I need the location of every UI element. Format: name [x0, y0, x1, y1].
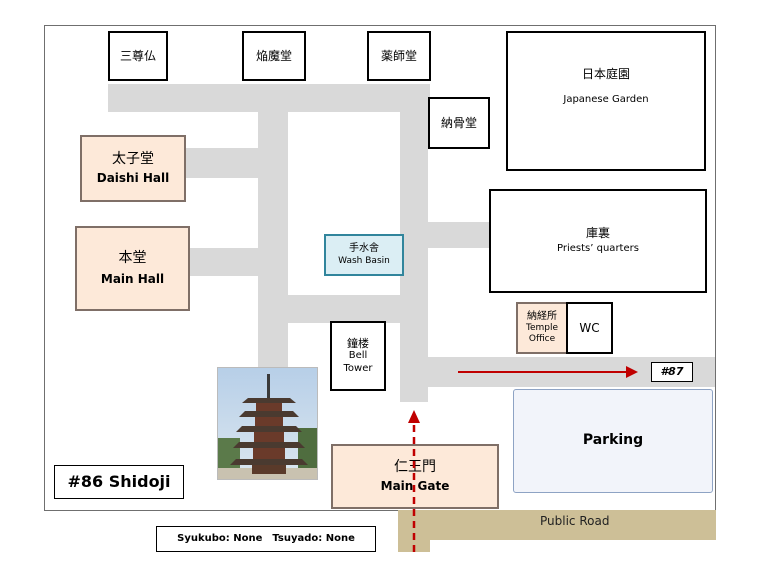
- daishi-hall: 太子堂 Daishi Hall: [80, 135, 186, 202]
- public-road: [398, 510, 716, 540]
- wc-label: WC: [579, 320, 600, 335]
- path-top: [108, 84, 430, 112]
- parking-label: Parking: [582, 432, 644, 449]
- path-middle-horizontal: [258, 295, 428, 323]
- office-en1-label: Temple: [525, 323, 559, 333]
- main-hall: 本堂 Main Hall: [75, 226, 190, 311]
- kuri-en-label: Priests’ quarters: [557, 243, 639, 255]
- garden-en-label: Japanese Garden: [563, 94, 649, 105]
- main-hall-jp-label: 本堂: [118, 250, 147, 267]
- nokotsudo-label: 納骨堂: [440, 115, 477, 130]
- bell-en2-label: Tower: [343, 362, 373, 374]
- daishi-en-label: Daishi Hall: [96, 171, 170, 186]
- pagoda-photo: [217, 367, 318, 480]
- nokotsudo: 納骨堂: [428, 97, 490, 149]
- priests-quarters: 庫裏 Priests’ quarters: [489, 189, 707, 293]
- bell-tower: 鐘楼 Bell Tower: [330, 321, 386, 391]
- parking: Parking: [513, 389, 713, 493]
- temple-title: #86 Shidoji: [67, 472, 171, 491]
- enmado: 焔魔堂: [242, 31, 306, 81]
- path-main-hall: [190, 248, 260, 276]
- sanzonbutsu: 三尊仏: [108, 31, 168, 81]
- office-jp-label: 納経所: [527, 310, 557, 322]
- public-road-label: Public Road: [540, 514, 610, 528]
- bell-en1-label: Bell: [348, 350, 368, 362]
- sanzonbutsu-label: 三尊仏: [119, 48, 156, 63]
- kuri-jp-label: 庫裏: [585, 226, 610, 241]
- yakushido: 薬師堂: [367, 31, 431, 81]
- path-left-vertical: [258, 112, 288, 367]
- japanese-garden: 日本庭園 Japanese Garden: [506, 31, 706, 171]
- temple-title-box: #86 Shidoji: [54, 465, 184, 499]
- lodging-info: Syukubo: None Tsuyado: None: [156, 526, 376, 552]
- wash-en-label: Wash Basin: [338, 255, 390, 266]
- tsuyado-info: Tsuyado: None: [272, 532, 355, 544]
- enmado-label: 焔魔堂: [255, 48, 292, 63]
- daishi-jp-label: 太子堂: [112, 150, 154, 167]
- path-center-vertical: [400, 112, 428, 402]
- next-temple-label: #87: [660, 365, 684, 379]
- office-en2-label: Office: [528, 334, 556, 345]
- yakushido-label: 薬師堂: [380, 48, 417, 63]
- wash-jp-label: 手水舎: [349, 243, 379, 255]
- bell-jp-label: 鐘楼: [347, 336, 369, 350]
- wc: WC: [566, 302, 613, 354]
- wash-basin: 手水舎 Wash Basin: [324, 234, 404, 276]
- arrow-to-next-temple-head: [626, 366, 638, 378]
- path-kuri: [428, 222, 490, 248]
- path-daishi: [186, 148, 260, 178]
- arrow-entrance-head: [408, 410, 420, 423]
- temple-office: 納経所 Temple Office: [516, 302, 568, 354]
- next-temple-label-box: #87: [651, 362, 693, 382]
- garden-jp-label: 日本庭園: [581, 67, 630, 81]
- main-hall-en-label: Main Hall: [100, 271, 165, 286]
- syukubo-info: Syukubo: None: [177, 532, 263, 544]
